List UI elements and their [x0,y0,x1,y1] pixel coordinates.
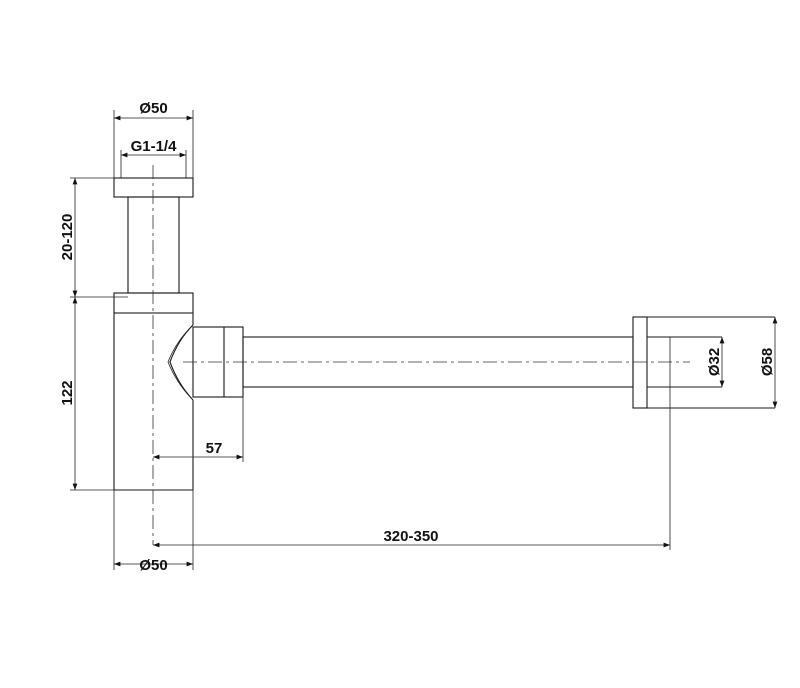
tail-tube [127,196,180,294]
dim-flange-diameter: Ø58 [759,348,776,376]
bottle-body [113,313,194,491]
dim-outlet-offset: 57 [206,440,223,457]
top-flange [113,177,194,198]
lower-flange [113,292,194,314]
dim-thread: G1-1/4 [131,138,178,155]
dim-body-height: 122 [59,380,76,405]
elbow-curve [169,324,194,401]
dim-pipe-diameter: Ø32 [706,348,723,376]
wall-flange [632,316,648,409]
dim-height-adjust: 20-120 [59,214,76,261]
dim-bottom-diameter: Ø50 [139,557,167,574]
dim-top-diameter: Ø50 [139,100,167,117]
dim-length: 320-350 [383,528,438,545]
dimensions: Ø50 G1-1/4 20-120 122 57 320-350 Ø50 Ø32… [59,100,778,574]
trap-body [113,165,775,545]
